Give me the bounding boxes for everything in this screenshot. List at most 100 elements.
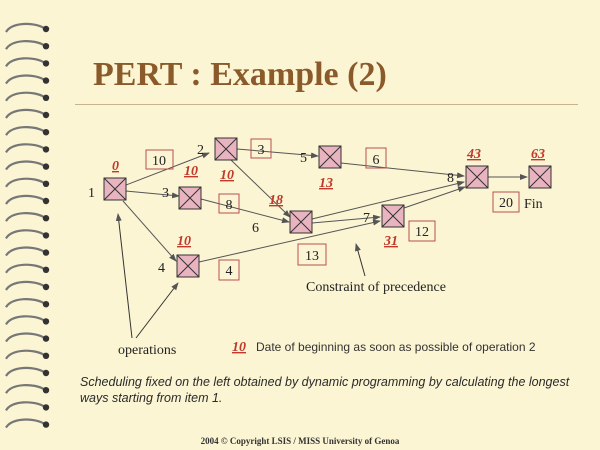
- binding-hole: [42, 232, 50, 239]
- date-node-2: 10: [184, 164, 198, 179]
- node-fin-box: [528, 165, 552, 189]
- binding-hole: [42, 111, 50, 119]
- node-label-fin: Fin: [524, 197, 543, 212]
- duration-8: 8: [226, 198, 233, 213]
- duration-labels: 10 3 6 8 4 13 12 20: [152, 143, 513, 279]
- node-label-3: 3: [162, 186, 169, 201]
- binding-hole: [42, 129, 50, 136]
- binding-ring: [5, 280, 45, 291]
- annotation-constraint: Constraint of precedence: [306, 280, 446, 295]
- edge-4-7: [198, 219, 381, 263]
- node-label-1: 1: [88, 186, 95, 201]
- date-node-4: 10: [177, 234, 191, 249]
- binding-ring: [5, 177, 45, 188]
- duration-box-4: [218, 259, 240, 281]
- binding-ring: [5, 349, 45, 360]
- date-labels: 0 10 10 10 13 18 31 43 63: [112, 147, 545, 249]
- edge-5-8: [340, 162, 465, 179]
- binding-ring: [5, 246, 45, 257]
- node-7-box: [381, 204, 405, 228]
- duration-3a: 3: [258, 143, 265, 158]
- slide-title: PERT : Example (2): [93, 56, 387, 93]
- edge-6-7: [311, 214, 381, 224]
- node-2-box: [214, 137, 238, 161]
- edges: [122, 148, 528, 263]
- date-node-5: 13: [319, 176, 333, 191]
- node-label-8: 8: [447, 171, 454, 186]
- pointer-operations-2: [135, 282, 179, 339]
- duration-6: 6: [373, 153, 380, 168]
- edge-2-6: [230, 159, 291, 218]
- node-labels: 1 2 3 4 5 6 7 8 Fin: [88, 143, 543, 276]
- date-node-1: 0: [112, 159, 119, 174]
- binding-ring: [5, 366, 45, 377]
- date-node-7: 31: [383, 234, 398, 249]
- node-label-6: 6: [252, 221, 259, 236]
- date-node-fin: 63: [531, 147, 545, 162]
- binding-hole: [42, 60, 50, 67]
- duration-box-3a: [250, 138, 272, 159]
- binding-ring: [5, 384, 45, 394]
- binding-hole: [42, 94, 50, 102]
- duration-box-8: [218, 193, 240, 214]
- binding-ring: [5, 418, 45, 429]
- binding-hole: [42, 215, 50, 222]
- binding-hole: [42, 283, 50, 291]
- duration-box-12: [408, 220, 436, 242]
- binding-ring: [5, 108, 45, 119]
- node-4-box: [176, 254, 200, 278]
- caption: Scheduling fixed on the left obtained by…: [80, 375, 570, 405]
- legend-date-sample: 10: [232, 340, 246, 355]
- duration-box-13: [297, 243, 327, 266]
- node-label-5: 5: [300, 151, 307, 166]
- node-5-box: [318, 145, 342, 169]
- binding-hole: [42, 301, 50, 308]
- duration-4: 4: [226, 264, 233, 279]
- date-node-3: 10: [220, 168, 234, 183]
- date-node-8: 43: [466, 147, 481, 162]
- node-3-box: [178, 186, 202, 210]
- edge-1-3: [125, 190, 180, 199]
- date-node-6: 18: [269, 193, 283, 208]
- binding-ring: [5, 160, 45, 171]
- duration-13: 13: [305, 249, 319, 264]
- nodes: [103, 137, 552, 278]
- binding-ring: [5, 40, 45, 50]
- binding-hole: [42, 163, 50, 170]
- binding-ring: [5, 298, 45, 308]
- binding-hole: [42, 77, 50, 84]
- binding-hole: [42, 335, 50, 342]
- binding-hole: [42, 404, 50, 411]
- duration-10: 10: [152, 154, 166, 169]
- pointer-operations-1: [115, 213, 133, 339]
- binding-ring: [5, 57, 45, 68]
- duration-boxes: [145, 138, 520, 281]
- binding-ring: [5, 126, 45, 136]
- binding-hole: [42, 369, 50, 377]
- binding-hole: [42, 146, 50, 153]
- binding-hole: [42, 180, 50, 187]
- binding-hole: [42, 387, 50, 394]
- binding-ring: [5, 229, 45, 240]
- duration-12: 12: [415, 225, 429, 240]
- edge-1-4: [122, 200, 177, 262]
- binding-ring: [5, 401, 45, 412]
- duration-box-20: [492, 191, 520, 213]
- node-label-4: 4: [158, 261, 165, 276]
- binding-hole: [42, 266, 50, 273]
- node-label-7: 7: [363, 211, 370, 226]
- spiral-binding: [5, 22, 50, 429]
- binding-rings: [5, 22, 50, 429]
- pointer-constraint: [355, 243, 366, 277]
- binding-ring: [5, 263, 45, 274]
- binding-hole: [42, 197, 50, 205]
- binding-hole: [42, 249, 50, 256]
- binding-hole: [42, 421, 50, 428]
- node-1-box: [103, 177, 127, 201]
- binding-ring: [5, 22, 45, 33]
- node-6-box: [289, 210, 313, 234]
- title-divider: [75, 104, 578, 105]
- binding-ring: [5, 194, 45, 205]
